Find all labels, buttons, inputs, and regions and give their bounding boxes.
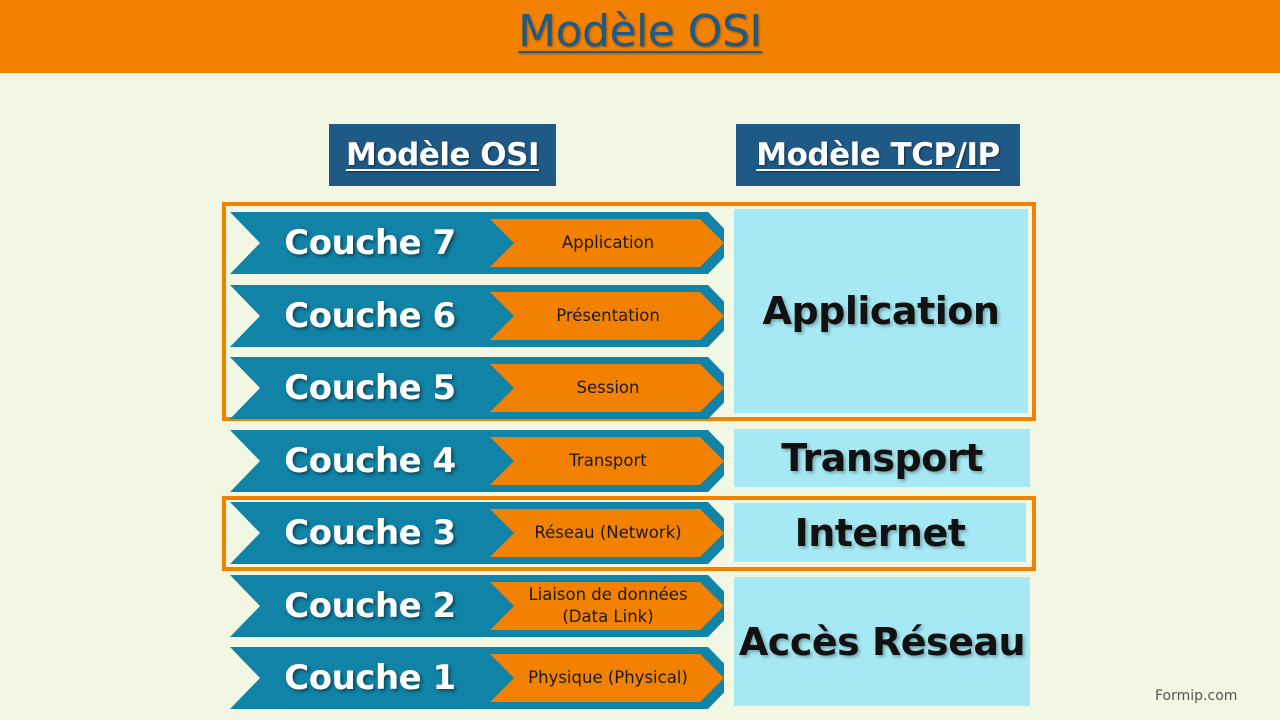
layer-3-chevron-shapes [230,502,724,564]
layer-2-chevron-orange [490,582,724,630]
osi-layer-6: Couche 6 Présentation [230,285,724,347]
layer-1-chevron-shapes [230,647,724,709]
layer-5-name: Session [576,378,640,397]
layer-2-label: Couche 2 [284,586,456,626]
layer-7-chevron-orange [490,219,724,267]
footer-watermark: Formip.com [1155,688,1238,704]
layer-3-label: Couche 3 [284,513,456,553]
layer-6-name: Présentation [556,306,660,325]
tcp-access-network-box: Accès Réseau [734,577,1030,706]
layer-4-name: Transport [569,451,647,470]
layer-6-chevron-orange [490,292,724,340]
osi-model-header: Modèle OSI [329,124,556,186]
layer-1-name: Physique (Physical) [528,668,688,687]
osi-layer-5: Couche 5 Session [230,357,724,419]
layer-7-chevron-shapes [230,212,724,274]
application-group-frame [222,202,1036,421]
tcp-model-header: Modèle TCP/IP [736,124,1020,186]
osi-layer-3: Couche 3 Réseau (Network) [230,502,724,564]
osi-layer-4: Couche 4 Transport [230,430,724,492]
osi-layer-7: Couche 7 Application [230,212,724,274]
layer-4-label: Couche 4 [284,441,456,481]
layer-7-label: Couche 7 [284,223,456,263]
layer-4-chevron-shapes [230,430,724,492]
internet-group-frame [222,496,1036,571]
layer-7-name: Application [561,233,655,252]
layer-2-name: Liaison de données (Data Link) [528,585,688,626]
layer-5-chevron-shapes [230,357,724,419]
tcp-internet-box: Internet [734,503,1026,562]
page-title: Modèle OSI [518,6,762,57]
tcp-transport-box: Transport [734,429,1030,487]
layer-3-chevron-orange [490,509,724,557]
layer-2-chevron-shapes [230,575,724,637]
layer-5-label: Couche 5 [284,368,456,408]
title-bar [0,0,1280,73]
osi-layer-1: Couche 1 Physique (Physical) [230,647,724,709]
layer-4-chevron-orange [490,437,724,485]
osi-layer-2: Couche 2 Liaison de données (Data Link) [230,575,724,637]
layer-1-chevron-orange [490,654,724,702]
layer-1-label: Couche 1 [284,658,456,698]
layer-6-label: Couche 6 [284,296,456,336]
layer-6-chevron-shapes [230,285,724,347]
layer-3-name: Réseau (Network) [534,523,682,542]
layer-5-chevron-orange [490,364,724,412]
tcp-application-box: Application [734,209,1028,413]
